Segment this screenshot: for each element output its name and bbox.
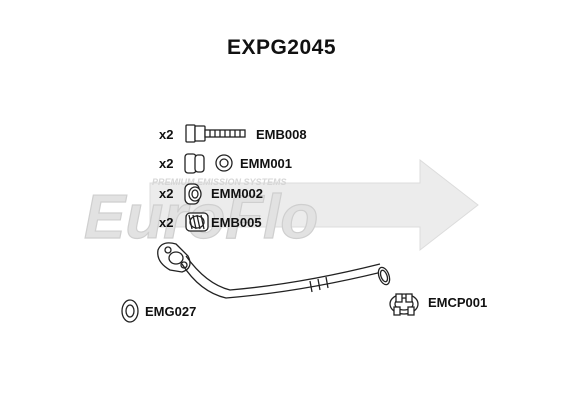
bolt-icon — [185, 124, 246, 143]
watermark-logo: EuroFlo PREMIUM EMISSION SYSTEMS — [83, 158, 479, 253]
part-qty: x2 — [159, 215, 174, 230]
gasket-icon — [121, 299, 139, 323]
part-label: EMCP001 — [428, 295, 488, 310]
part-label: EMM002 — [211, 186, 264, 201]
part-qty: x2 — [159, 127, 174, 142]
nut-icon — [184, 153, 233, 174]
part-qty: x2 — [159, 186, 174, 201]
part-label: EMG027 — [145, 304, 197, 319]
flange-nut-icon — [184, 183, 202, 205]
part-number-title: EXPG2045 — [226, 36, 337, 59]
clamp-icon — [389, 293, 419, 316]
part-qty: x2 — [159, 156, 174, 171]
spring-icon — [185, 212, 209, 232]
part-label: EMB005 — [211, 215, 262, 230]
watermark-tagline: PREMIUM EMISSION SYSTEMS — [152, 177, 287, 187]
part-label: EMB008 — [256, 127, 307, 142]
part-label: EMM001 — [240, 156, 293, 171]
front-pipe-drawing — [157, 242, 391, 299]
